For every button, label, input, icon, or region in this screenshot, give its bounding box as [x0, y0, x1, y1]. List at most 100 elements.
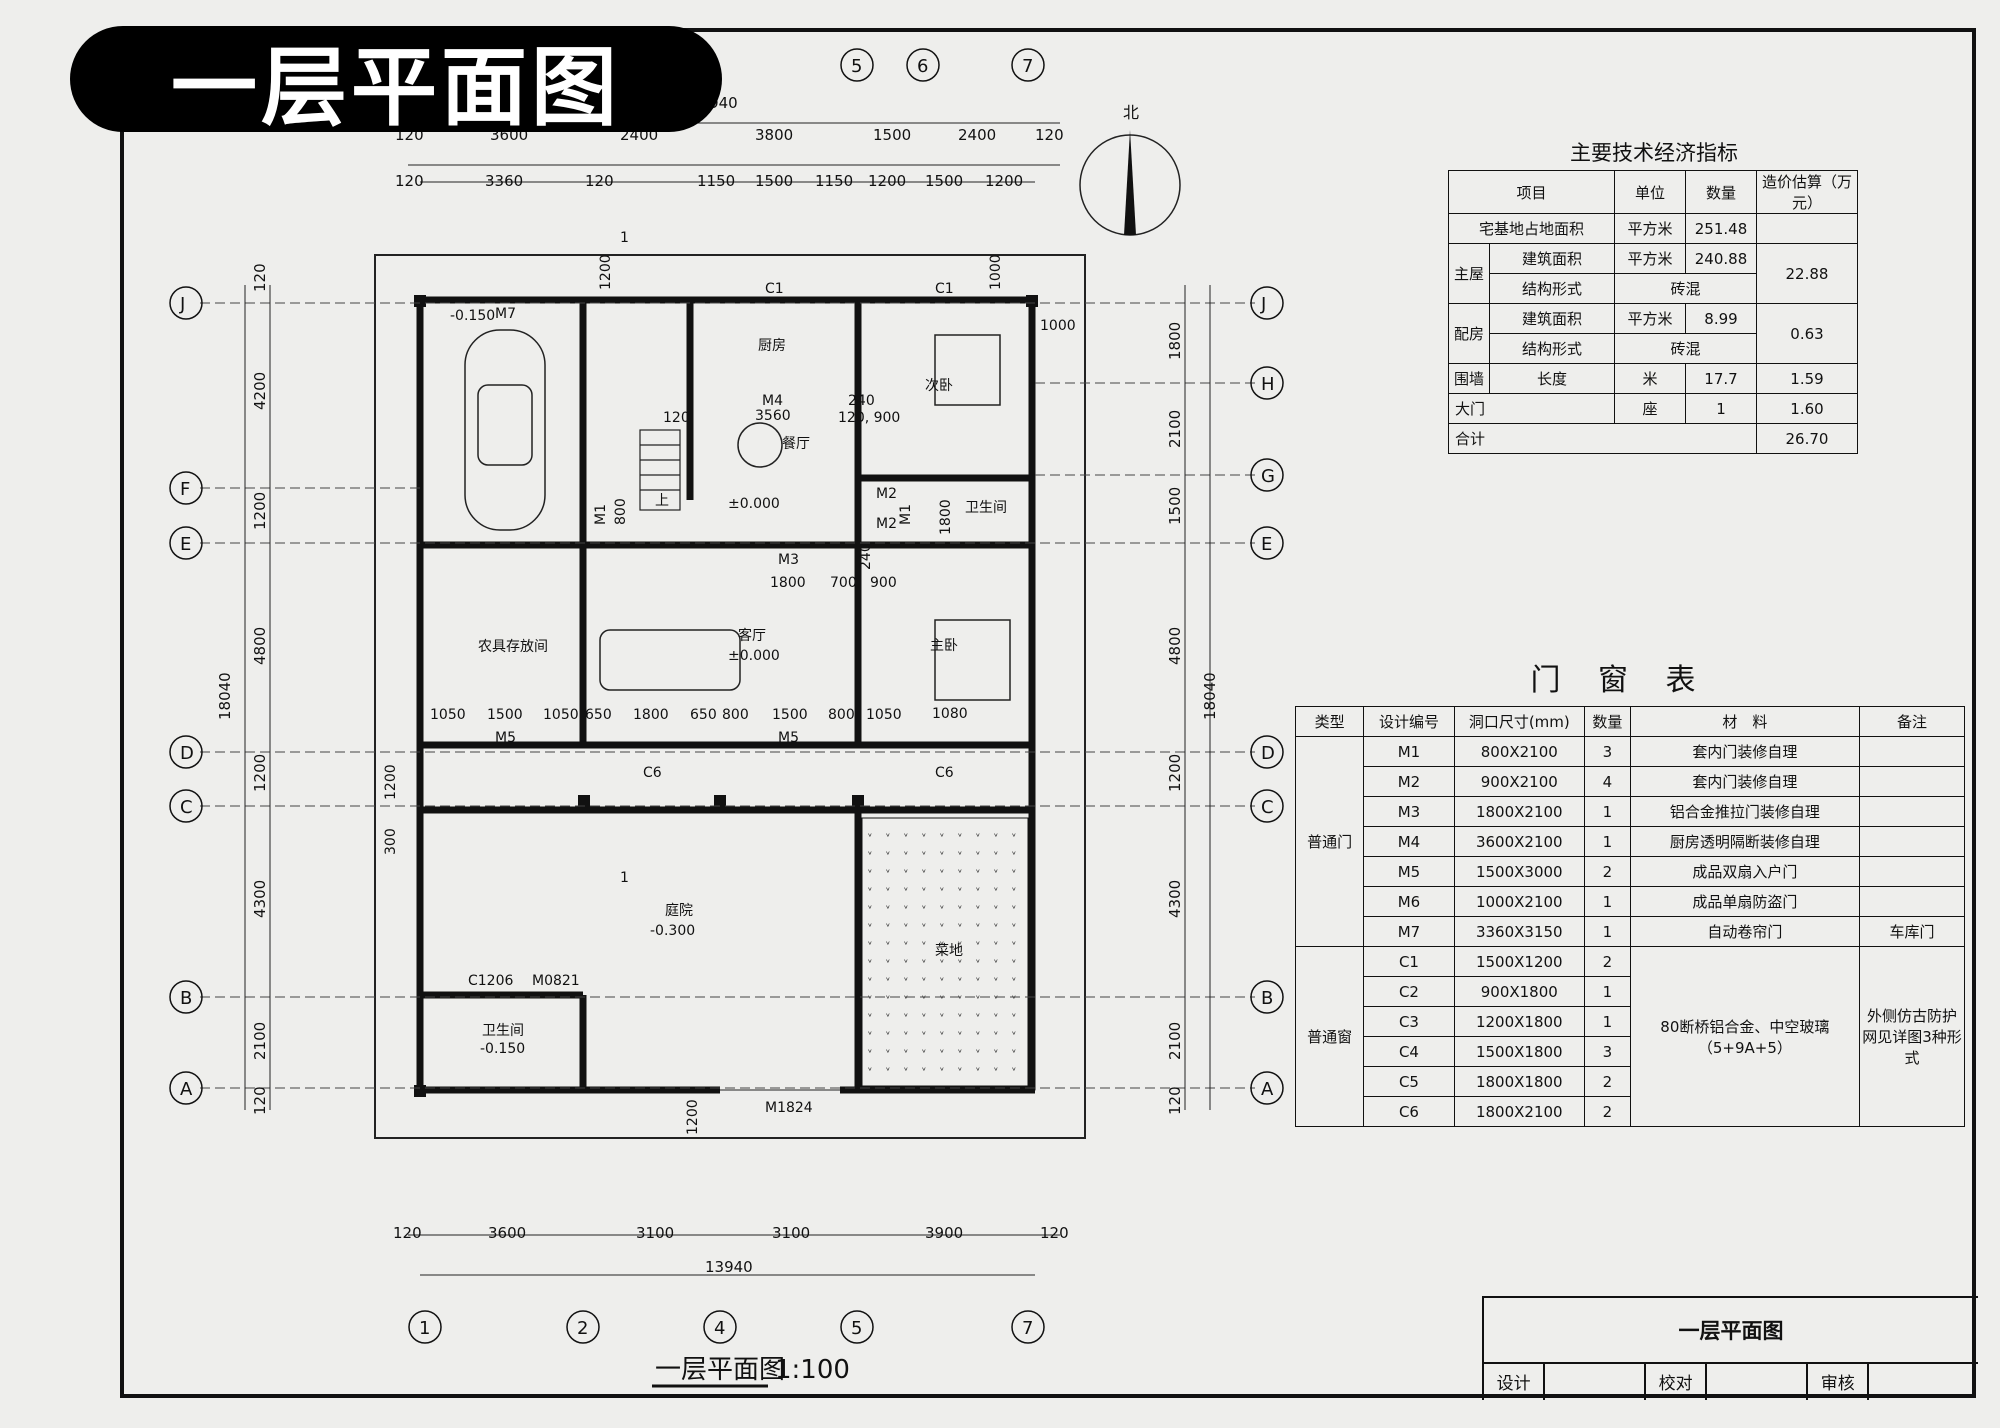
top-dim2: 1500	[755, 172, 793, 190]
axis-left-label: J	[179, 294, 185, 315]
north-label: 北	[1123, 103, 1139, 122]
tech-group: 围墙	[1448, 363, 1490, 394]
top-dim2: 120	[585, 172, 614, 190]
axis-right-label: E	[1261, 534, 1272, 555]
check-signature	[1707, 1362, 1809, 1400]
top-dim2: 1200	[985, 172, 1023, 190]
dim-1200top: 1200	[598, 254, 614, 290]
door-note	[1859, 826, 1965, 857]
dim-240b: 240	[858, 543, 874, 570]
door-code: M5	[1363, 856, 1455, 887]
tech-cell: 长度	[1489, 363, 1615, 394]
tech-cell: 8.99	[1685, 303, 1757, 334]
door-note	[1859, 736, 1965, 767]
tech-cell: 平方米	[1614, 213, 1686, 244]
top-dim2: 3360	[485, 172, 523, 190]
axis-top-label: 7	[1022, 56, 1033, 77]
door-table-title: 门 窗 表	[1530, 663, 1710, 698]
tech-cell: 26.70	[1756, 423, 1858, 454]
tech-group: 大门	[1448, 393, 1615, 424]
door-size: 800X2100	[1453, 736, 1586, 767]
tech-table-title: 主要技术经济指标	[1570, 141, 1738, 165]
window-qty: 2	[1584, 1066, 1631, 1097]
window-material: 80断桥铝合金、中空玻璃（5+9A+5）	[1629, 946, 1861, 1127]
window-code: C6	[1363, 1096, 1455, 1127]
m0821-label: M0821	[532, 973, 580, 989]
tech-header: 造价估算（万元）	[1756, 170, 1858, 214]
row-c-dim: 1800	[633, 707, 669, 723]
window-qty: 2	[1584, 946, 1631, 977]
bottom-dim: 120	[1040, 1224, 1069, 1242]
left-dim: 1200	[251, 492, 269, 530]
door-header: 洞口尺寸(mm)	[1453, 706, 1586, 737]
title-block: 一层平面图 设计 校对 审核	[1482, 1296, 1978, 1400]
dim-300: 300	[383, 828, 399, 855]
window-code: C1	[1363, 946, 1455, 977]
left-dim: 4800	[251, 627, 269, 665]
window-qty: 1	[1584, 1006, 1631, 1037]
tech-cell: 0.63	[1756, 303, 1858, 364]
tech-cell: 砖混	[1614, 273, 1757, 304]
door-material: 厨房透明隔断装修自理	[1629, 826, 1861, 857]
axis-right-label: A	[1261, 1079, 1274, 1100]
site-wall-outline	[374, 254, 1086, 1139]
axis-top-label: 5	[851, 56, 862, 77]
left-dim: 1200	[251, 754, 269, 792]
tech-group: 配房	[1448, 303, 1490, 364]
tech-header: 单位	[1614, 170, 1686, 214]
dim-800: 800	[613, 498, 629, 525]
dining-label: 餐厅	[782, 436, 810, 452]
left-dim: 120	[251, 1086, 269, 1115]
tech-cell: 座	[1614, 393, 1686, 424]
axis-bottom-label: 5	[851, 1318, 862, 1339]
window-type: 普通窗	[1294, 946, 1365, 1127]
axis-bottom-label: 1	[419, 1318, 430, 1339]
dim-900: 120, 900	[838, 410, 900, 426]
c6-label: C6	[643, 765, 662, 781]
axis-right-label: G	[1261, 466, 1275, 487]
door-qty: 1	[1584, 826, 1631, 857]
axis-left-label: D	[180, 743, 194, 764]
garden-area	[861, 817, 1029, 1087]
door-size: 3600X2100	[1453, 826, 1586, 857]
bottom-dim: 120	[393, 1224, 422, 1242]
door-qty: 2	[1584, 856, 1631, 887]
window-size: 1500X1800	[1453, 1036, 1586, 1067]
kitchen-label: 厨房	[758, 338, 786, 354]
axis-bottom-label: 4	[714, 1318, 725, 1339]
bottom-dim: 3100	[772, 1224, 810, 1242]
window-qty: 3	[1584, 1036, 1631, 1067]
check-label: 校对	[1646, 1362, 1708, 1400]
tech-cell: 砖混	[1614, 333, 1757, 364]
door-size: 1000X2100	[1453, 886, 1586, 917]
stair-up-label: 上	[655, 493, 669, 509]
tech-header: 数量	[1685, 170, 1757, 214]
window-code: C5	[1363, 1066, 1455, 1097]
right-dim: 120	[1166, 1086, 1184, 1115]
dim-240: 240	[848, 393, 875, 409]
door-qty: 1	[1584, 796, 1631, 827]
right-total: 18040	[1201, 672, 1219, 720]
axis-left-label: C	[180, 797, 193, 818]
c1-label: C1	[935, 281, 954, 297]
door-header: 类型	[1294, 706, 1365, 737]
design-label: 设计	[1484, 1362, 1546, 1400]
row-c-dim: 1500	[487, 707, 523, 723]
right-dim: 4300	[1166, 880, 1184, 918]
door-note	[1859, 886, 1965, 917]
tech-cell: 1.60	[1756, 393, 1858, 424]
right-dim: 4800	[1166, 627, 1184, 665]
door-material: 成品双扇入户门	[1629, 856, 1861, 887]
wc-level: -0.150	[480, 1041, 525, 1057]
door-size: 1500X3000	[1453, 856, 1586, 887]
bed-icon-top	[934, 334, 1001, 406]
tech-cell: 240.88	[1685, 243, 1757, 274]
tech-cell: 22.88	[1756, 243, 1858, 304]
top-dim: 3800	[755, 126, 793, 144]
section-mark: 1	[620, 230, 629, 246]
bed-icon-master	[934, 619, 1011, 701]
door-material: 套内门装修自理	[1629, 766, 1861, 797]
top-dim: 1500	[873, 126, 911, 144]
door-material: 成品单扇防盗门	[1629, 886, 1861, 917]
